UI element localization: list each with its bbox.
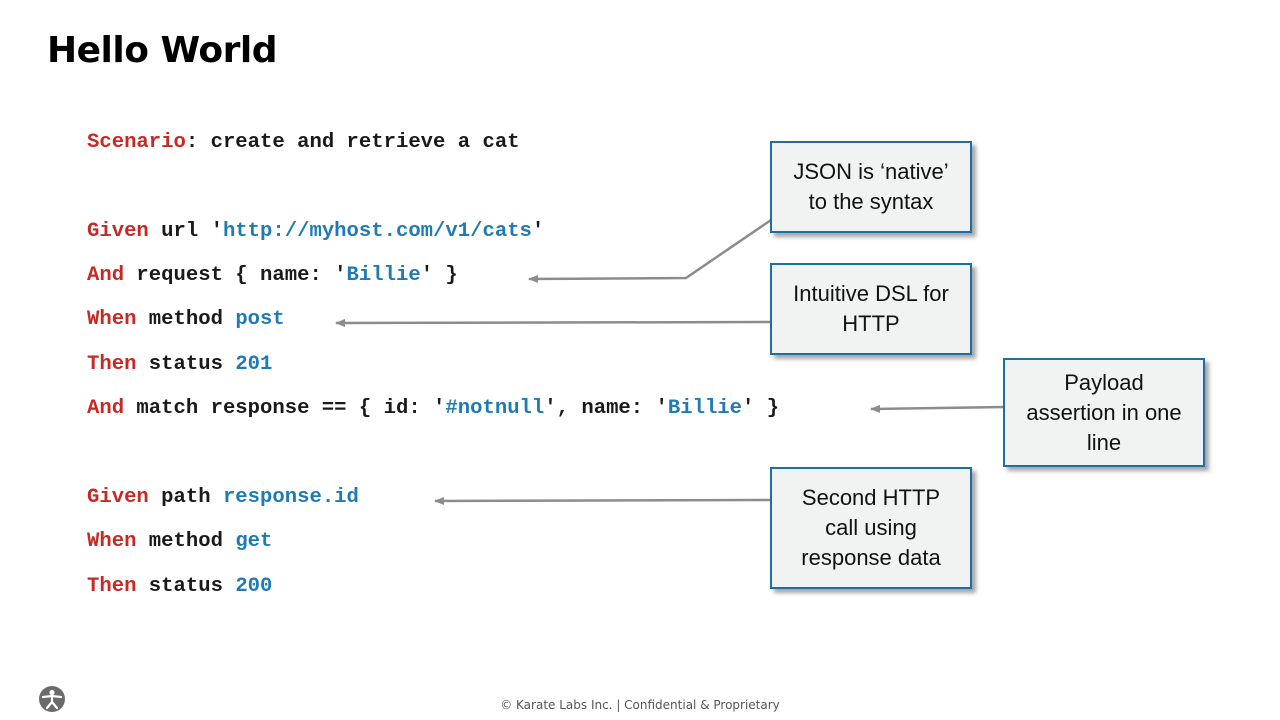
code-keyword: And (87, 397, 125, 420)
connector-second-arrow (434, 496, 772, 505)
code-value: Billie (346, 264, 421, 287)
callout-json-native: JSON is ‘native’ to the syntax (770, 141, 972, 233)
callout-text: Second HTTP call using response data (801, 483, 940, 573)
code-text: status (136, 353, 236, 376)
code-keyword: Then (87, 575, 137, 598)
code-line-when-method-get: When method get (87, 530, 272, 554)
code-value: http://myhost.com/v1/cats (222, 220, 532, 243)
code-value: #notnull (445, 397, 545, 420)
connector-payload-arrow (870, 404, 1006, 413)
code-text: method (136, 530, 236, 553)
code-line-given-url: Given url 'http://myhost.com/v1/cats' (87, 220, 544, 244)
callout-text: JSON is ‘native’ to the syntax (793, 157, 948, 217)
callout-line: call using (825, 515, 917, 540)
callout-text: Payload assertion in one line (1026, 368, 1181, 458)
callout-line: line (1086, 429, 1122, 455)
code-text: request { name: ' (124, 264, 347, 287)
callout-line: JSON is ‘native’ (793, 159, 949, 184)
code-line-scenario: Scenario: create and retrieve a cat (87, 131, 520, 155)
code-line-and-request: And request { name: 'Billie' } (87, 264, 458, 288)
code-value: post (235, 308, 285, 331)
code-text: status (136, 575, 236, 598)
karate-person-icon (39, 686, 65, 712)
code-text: match response == { id: ' (124, 397, 446, 420)
code-value: 201 (235, 353, 273, 376)
code-keyword: Given (87, 486, 149, 509)
callout-payload-assertion: Payload assertion in one line (1003, 358, 1205, 467)
connector-json-arrow (528, 218, 772, 283)
callout-line: response data (801, 545, 941, 570)
code-value: response.id (222, 486, 359, 509)
code-value: get (235, 530, 273, 553)
code-keyword: Then (87, 353, 137, 376)
footer-copyright: © Karate Labs Inc. | Confidential & Prop… (500, 698, 780, 712)
code-line-then-status-201: Then status 201 (87, 353, 272, 377)
code-keyword: When (87, 308, 137, 331)
code-text: ' (531, 220, 545, 243)
code-text: ' } (742, 397, 780, 420)
callout-line: Second HTTP (801, 485, 941, 510)
code-text: method (136, 308, 236, 331)
code-text: ', name: ' (544, 397, 668, 420)
code-keyword: When (87, 530, 137, 553)
code-line-when-method-post: When method post (87, 308, 285, 332)
code-text: ' } (420, 264, 458, 287)
callout-line: Payload (1064, 369, 1144, 395)
callout-line: HTTP (842, 311, 900, 336)
code-keyword: Scenario (87, 131, 186, 154)
callout-second-http: Second HTTP call using response data (770, 467, 972, 589)
callout-text: Intuitive DSL for HTTP (793, 279, 949, 339)
code-keyword: And (87, 264, 125, 287)
code-text: : create and retrieve a cat (185, 131, 520, 154)
slide-title: Hello World (47, 30, 278, 71)
code-keyword: Given (87, 220, 149, 243)
callout-intuitive-dsl: Intuitive DSL for HTTP (770, 263, 972, 355)
callout-line: Intuitive DSL for (793, 281, 949, 306)
code-text: url ' (148, 220, 223, 243)
code-value: Billie (667, 397, 743, 420)
callout-line: to the syntax (808, 189, 934, 214)
code-value: 200 (235, 575, 273, 598)
connector-dsl-arrow (335, 318, 772, 327)
code-line-then-status-200: Then status 200 (87, 575, 272, 599)
code-line-given-path: Given path response.id (87, 486, 359, 510)
code-line-and-match: And match response == { id: '#notnull', … (87, 397, 779, 421)
code-text: path (148, 486, 223, 509)
callout-line: assertion in one (1026, 399, 1182, 425)
